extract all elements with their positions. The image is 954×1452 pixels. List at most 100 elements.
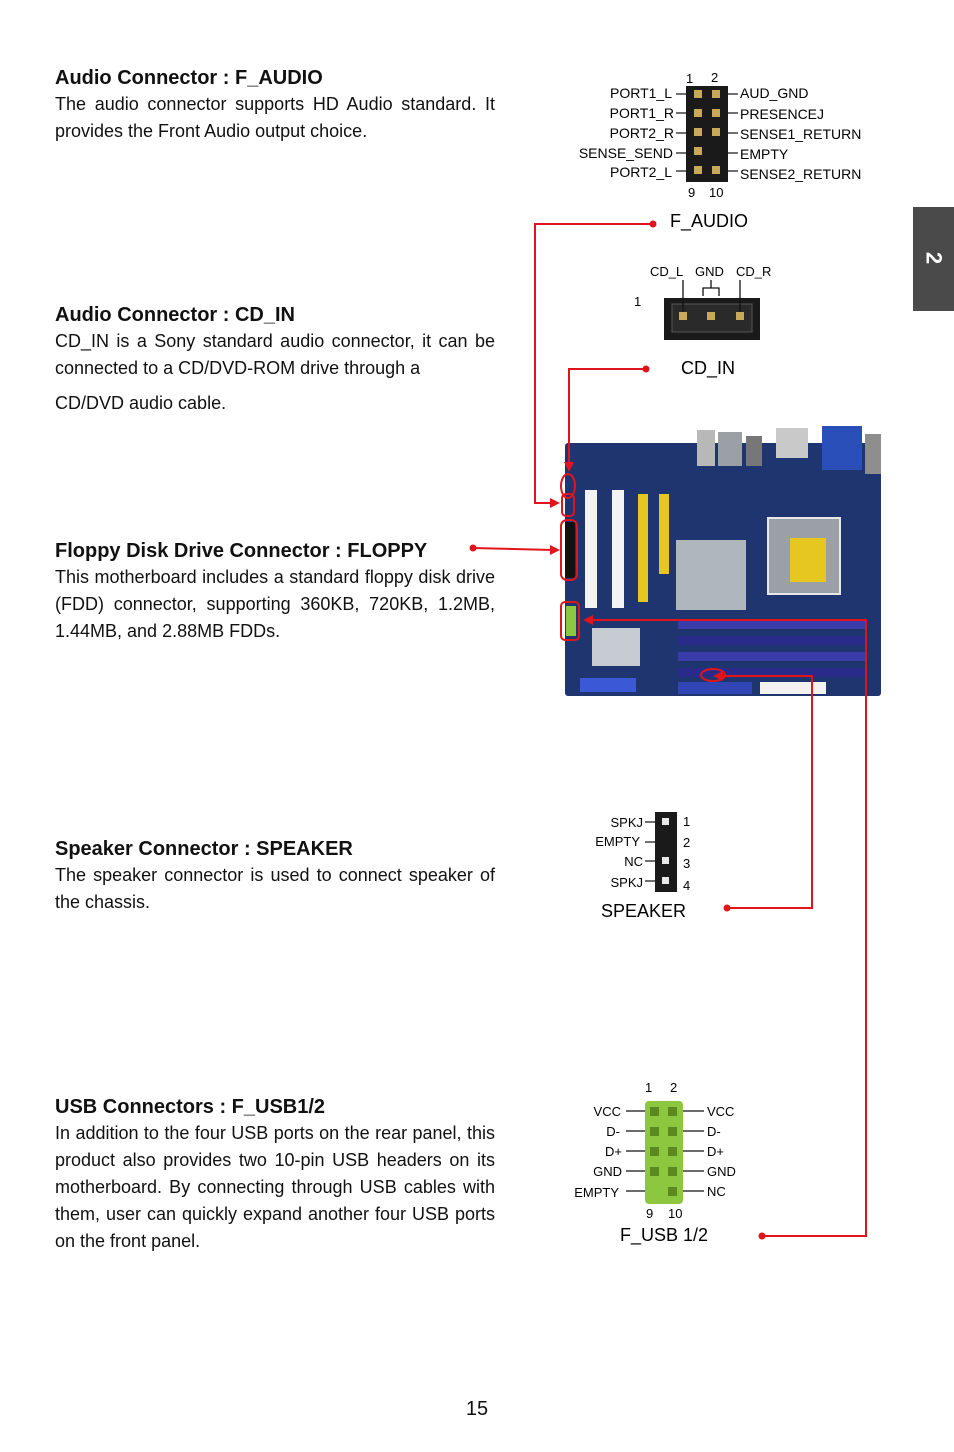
cd-in-pin-label: GND — [695, 264, 724, 279]
usb-right-pin-label: NC — [707, 1184, 726, 1199]
f-audio-right-pin-label: SENSE2_RETURN — [740, 166, 861, 182]
f-audio-header-body — [686, 86, 728, 182]
speaker-header-pins — [662, 818, 669, 884]
f-audio-diagram: 1 2 PORT1_L PORT1_R PORT2_R SENSE_SEND P… — [579, 70, 862, 232]
usb-pin-leaders — [626, 1110, 704, 1192]
usb-pin-10-number: 10 — [668, 1206, 682, 1221]
f-audio-heading: Audio Connector : F_AUDIO — [55, 67, 323, 89]
f-audio-right-pin-label: AUD_GND — [740, 85, 808, 101]
dimm-slot — [678, 652, 866, 661]
usb-caption: F_USB 1/2 — [620, 1225, 708, 1246]
usb-right-pin-label: VCC — [707, 1104, 734, 1119]
f-audio-section: Audio Connector : F_AUDIO The audio conn… — [55, 65, 495, 145]
f-audio-description: The audio connector supports HD Audio st… — [55, 94, 495, 141]
speaker-header-body — [655, 812, 677, 892]
speaker-pin-label: SPKJ — [610, 875, 643, 890]
speaker-pin-number: 2 — [683, 835, 690, 850]
chipset-heatsink — [676, 540, 746, 610]
f-audio-caption: F_AUDIO — [670, 211, 748, 232]
cpu-socket-label — [790, 538, 826, 582]
rear-io-port — [865, 434, 881, 474]
cd-in-description-continued: CD/DVD audio cable. — [55, 393, 227, 413]
sata-ports — [580, 678, 636, 692]
usb-right-pin-label: D- — [707, 1124, 721, 1139]
f-audio-left-pin-label: PORT2_R — [610, 125, 674, 141]
usb-left-pin-label: D+ — [605, 1144, 622, 1159]
f-audio-right-pin-label: EMPTY — [740, 146, 789, 162]
ide-connector — [678, 682, 752, 694]
speaker-pin-number: 3 — [683, 856, 690, 871]
f-audio-pin-9-number: 9 — [688, 185, 695, 200]
f-audio-right-pin-label: SENSE1_RETURN — [740, 126, 861, 142]
usb-left-pin-label: VCC — [594, 1104, 621, 1119]
usb-header-pins — [650, 1107, 677, 1196]
atx-power-connector — [760, 682, 826, 694]
speaker-pin-leaders — [645, 821, 655, 882]
southbridge-heatsink — [592, 628, 640, 666]
cd-in-section: Audio Connector : CD_IN CD_IN is a Sony … — [55, 302, 495, 417]
f-audio-left-pin-label: PORT1_R — [610, 105, 674, 121]
speaker-caption: SPEAKER — [601, 901, 686, 921]
dimm-slot — [678, 636, 866, 645]
usb-left-pin-label: D- — [606, 1124, 620, 1139]
callout-lines — [472, 223, 867, 1237]
cd-in-pin-label: CD_R — [736, 264, 771, 279]
speaker-pin-label: EMPTY — [595, 834, 640, 849]
usb-heading: USB Connectors : F_USB1/2 — [55, 1096, 326, 1118]
usb-right-pin-label: D+ — [707, 1144, 724, 1159]
cd-in-pin-label: CD_L — [650, 264, 683, 279]
usb-right-pin-label: GND — [707, 1164, 736, 1179]
pci-slot — [612, 490, 624, 608]
speaker-pin-label: NC — [624, 854, 643, 869]
usb-left-pin-label: GND — [593, 1164, 622, 1179]
f-audio-left-pin-label: PORT1_L — [610, 85, 672, 101]
usb-header-body — [645, 1101, 683, 1204]
callout-markers — [469, 220, 766, 1240]
cd-in-pin-leaders — [682, 280, 741, 315]
pci-slot — [585, 490, 597, 608]
f-audio-pin-1-number: 1 — [686, 71, 693, 86]
cd-in-caption: CD_IN — [681, 358, 735, 379]
usb-section: USB Connectors : F_USB1/2 In addition to… — [55, 1094, 495, 1255]
f-audio-pin-leaders — [676, 93, 738, 172]
chapter-tab: 2 — [913, 207, 954, 311]
pcie-slot — [659, 494, 669, 574]
cd-in-pin-1-number: 1 — [634, 294, 641, 309]
pcie-slot — [638, 494, 648, 602]
f-audio-left-pin-label: SENSE_SEND — [579, 145, 673, 161]
dimm-slot — [678, 668, 866, 677]
rear-io-port — [776, 428, 808, 458]
rear-io-port — [697, 430, 715, 466]
dimm-slot — [678, 620, 866, 629]
speaker-section: Speaker Connector : SPEAKER The speaker … — [55, 836, 495, 916]
cd-in-diagram: CD_L GND CD_R 1 CD_IN — [634, 264, 771, 379]
f-audio-left-pin-label: PORT2_L — [610, 164, 672, 180]
usb-pin-2-number: 2 — [670, 1080, 677, 1095]
usb-diagram: 1 2 VCC D- D+ GND EMPTY VCC D- D+ GND NC… — [574, 1080, 736, 1246]
cd-in-heading: Audio Connector : CD_IN — [55, 304, 295, 326]
floppy-section: Floppy Disk Drive Connector : FLOPPY Thi… — [55, 538, 495, 645]
f-audio-pin-10-number: 10 — [709, 185, 723, 200]
speaker-pin-label: SPKJ — [610, 815, 643, 830]
f-audio-header-pins — [694, 90, 720, 174]
f-audio-right-pin-label: PRESENCEJ — [740, 106, 824, 122]
speaker-heading: Speaker Connector : SPEAKER — [55, 838, 353, 860]
rear-io-port — [718, 432, 742, 466]
rear-io-port — [746, 436, 762, 466]
speaker-description: The speaker connector is used to connect… — [55, 865, 495, 912]
floppy-heading: Floppy Disk Drive Connector : FLOPPY — [55, 540, 428, 562]
floppy-description: This motherboard includes a standard flo… — [55, 567, 495, 641]
f-audio-pin-2-number: 2 — [711, 70, 718, 85]
usb-description: In addition to the four USB ports on the… — [55, 1123, 495, 1251]
usb-pin-9-number: 9 — [646, 1206, 653, 1221]
motherboard-image — [565, 426, 881, 696]
floppy-connector — [565, 522, 575, 578]
cd-in-header-pins — [679, 312, 744, 320]
f-usb-header-onboard — [566, 606, 576, 636]
page-number: 15 — [465, 1398, 489, 1420]
cd-in-description: CD_IN is a Sony standard audio connector… — [55, 331, 495, 378]
speaker-diagram: SPKJ EMPTY NC SPKJ 1 2 3 4 SPEAKER — [595, 812, 690, 921]
speaker-pin-number: 4 — [683, 878, 690, 893]
usb-left-pin-label: EMPTY — [574, 1185, 619, 1200]
